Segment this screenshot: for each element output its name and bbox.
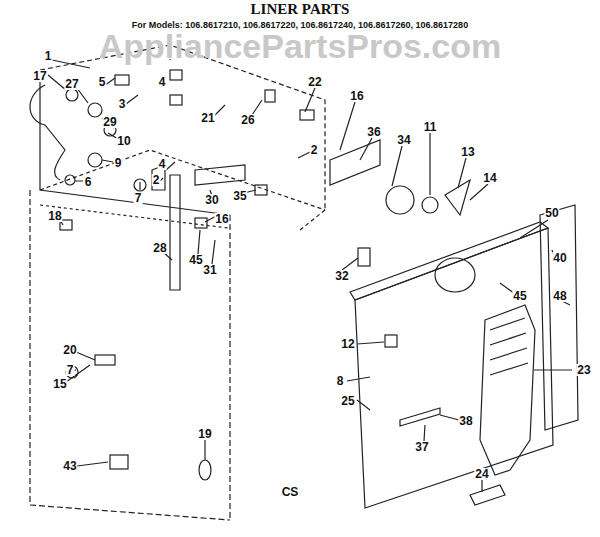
callout-number: 23 xyxy=(576,364,591,376)
callout-number: 17 xyxy=(32,70,47,82)
callout-number: 27 xyxy=(64,78,79,90)
callout-number: 16 xyxy=(349,90,364,102)
callout-number: 29 xyxy=(102,116,117,128)
callout-number: 9 xyxy=(114,157,123,169)
callout-number: 36 xyxy=(366,126,381,138)
callout-number: 5 xyxy=(98,76,107,88)
callout-number: 8 xyxy=(336,375,345,387)
callout-number: 22 xyxy=(307,76,322,88)
callout-number: 3 xyxy=(118,98,127,110)
callout-number: 28 xyxy=(152,242,167,254)
callout-number: 34 xyxy=(396,134,411,146)
label-text: CS xyxy=(281,486,300,498)
callout-number: 6 xyxy=(84,176,93,188)
callout-number: 31 xyxy=(202,264,217,276)
callout-number: 2 xyxy=(310,144,319,156)
callout-number: 13 xyxy=(460,146,475,158)
callout-number: 24 xyxy=(474,468,489,480)
callout-number: 30 xyxy=(204,194,219,206)
callout-number: 7 xyxy=(66,364,75,376)
watermark: AppliancePartsPros.com xyxy=(99,29,501,63)
callout-number: 40 xyxy=(552,252,567,264)
callout-number: 37 xyxy=(414,441,429,453)
callout-number: 21 xyxy=(200,112,215,124)
callout-number: 32 xyxy=(334,270,349,282)
callout-number: 26 xyxy=(240,114,255,126)
callout-number: 19 xyxy=(197,428,212,440)
callout-number: 12 xyxy=(340,338,355,350)
callout-number: 50 xyxy=(544,207,559,219)
callout-number: 4 xyxy=(158,158,167,170)
callout-number: 15 xyxy=(52,378,67,390)
callout-number: 11 xyxy=(423,121,438,133)
callout-number: 20 xyxy=(62,344,77,356)
callout-number: 10 xyxy=(116,135,131,147)
callout-number: 38 xyxy=(458,415,473,427)
callout-number: 35 xyxy=(232,190,247,202)
callout-number: 7 xyxy=(134,192,143,204)
callout-number: 18 xyxy=(47,210,62,222)
callout-number: 43 xyxy=(62,460,77,472)
callout-number: 16 xyxy=(214,213,229,225)
callout-number: 2 xyxy=(152,174,161,186)
callout-number: 1 xyxy=(44,50,53,62)
callout-number: 4 xyxy=(158,76,167,88)
callout-number: 25 xyxy=(340,395,355,407)
callout-number: 14 xyxy=(482,172,497,184)
callout-number: 45 xyxy=(512,290,527,302)
diagram-title: LINER PARTS xyxy=(251,1,350,18)
callout-number: 48 xyxy=(552,290,567,302)
